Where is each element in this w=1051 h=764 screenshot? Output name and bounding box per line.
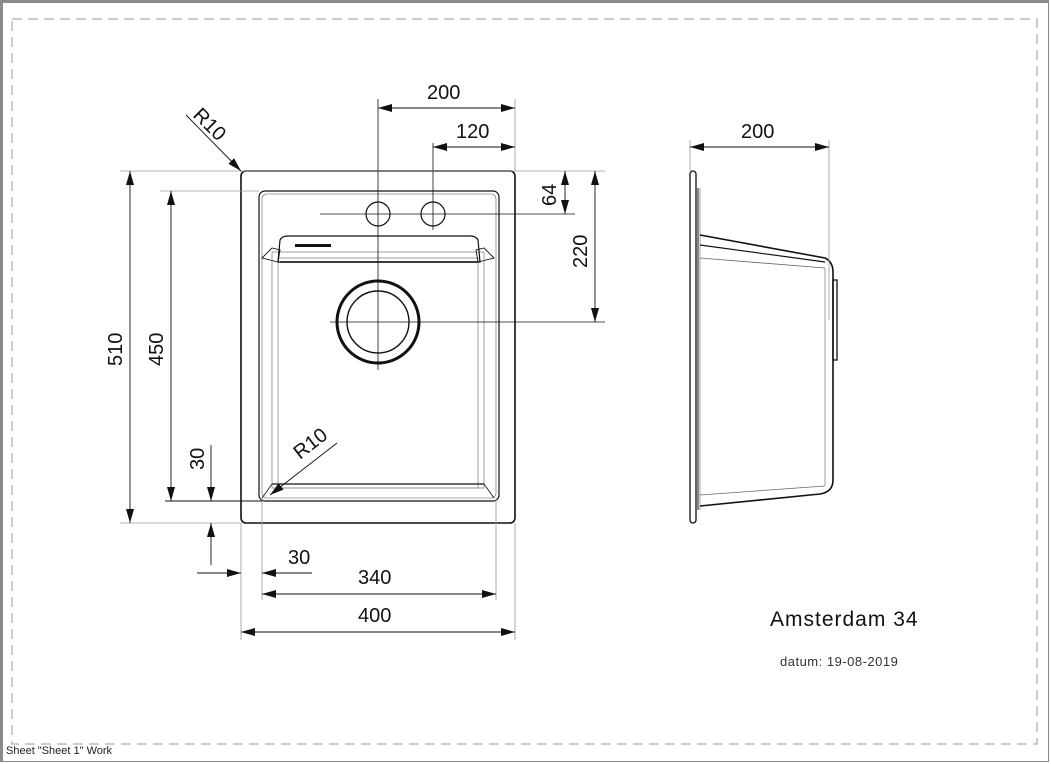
dim-r10-inner: R10	[290, 424, 332, 464]
dim-450: 450	[146, 333, 168, 366]
side-view	[689, 170, 838, 524]
side-bowl	[699, 234, 834, 507]
status-bar: Sheet "Sheet 1" Work	[6, 745, 113, 757]
dim-side-depth: 200	[741, 121, 774, 143]
side-flange	[689, 170, 697, 524]
dim-30-horizontal: 30	[288, 547, 310, 569]
sheet-border	[11, 18, 1038, 745]
dim-200-top: 200	[427, 82, 460, 104]
overflow-shelf	[277, 235, 481, 263]
overflow-slot	[295, 244, 331, 247]
dim-30-vertical: 30	[187, 448, 209, 470]
dim-64: 64	[539, 184, 561, 206]
dim-120: 120	[456, 121, 489, 143]
dim-400: 400	[358, 605, 391, 627]
dim-340: 340	[358, 567, 391, 589]
sink-inner-rim	[258, 190, 500, 502]
dim-220: 220	[570, 235, 592, 268]
dim-r10-outer: R10	[188, 104, 230, 146]
side-drain	[832, 279, 838, 361]
drawing-date: datum: 19-08-2019	[780, 654, 899, 669]
dim-510: 510	[105, 333, 127, 366]
product-title: Amsterdam 34	[770, 608, 919, 631]
